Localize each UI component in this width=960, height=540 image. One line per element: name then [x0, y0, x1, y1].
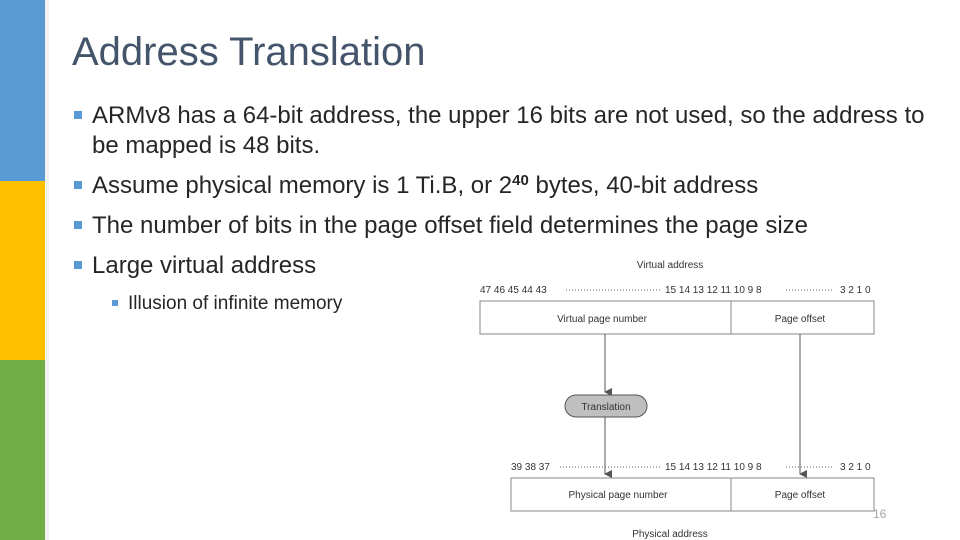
bullet-item: Assume physical memory is 1 Ti.B, or 240… — [72, 171, 942, 201]
sub-bullet: Illusion of infinite memory — [112, 293, 342, 315]
page-offset-bottom-label: Page offset — [775, 490, 826, 501]
bullet-list: ARMv8 has a 64-bit address, the upper 16… — [72, 101, 942, 291]
virtual-high-bits: 47 46 45 44 43 — [480, 285, 547, 296]
virtual-low-bits: 3 2 1 0 — [840, 285, 871, 296]
bullet-marker — [74, 181, 82, 189]
virtual-address-box — [479, 300, 875, 335]
bullet-text: The number of bits in the page offset fi… — [92, 212, 808, 239]
physical-address-box — [510, 477, 875, 512]
bullet-item: Large virtual address — [72, 251, 942, 281]
physical-page-number-label: Physical page number — [569, 490, 669, 501]
sub-bullet-text: Illusion of infinite memory — [128, 293, 343, 314]
physical-high-bits: 39 38 37 — [511, 462, 550, 473]
page-number: 16 — [873, 507, 887, 521]
accent-stripe-green — [0, 360, 45, 540]
bullet-item: The number of bits in the page offset fi… — [72, 211, 942, 241]
bullet-text-tail: bytes, 40-bit address — [528, 172, 759, 199]
accent-stripe-gap — [45, 0, 49, 540]
address-translation-diagram: Virtual address 15 14 13 12 11 10 9 8 47… — [470, 252, 890, 540]
bullet-marker — [74, 111, 82, 119]
bullet-item: ARMv8 has a 64-bit address, the upper 16… — [72, 101, 942, 161]
bullet-text: ARMv8 has a 64-bit address, the upper 16… — [92, 102, 925, 159]
page-offset-top-label: Page offset — [775, 314, 826, 325]
physical-address-label: Physical address — [632, 529, 708, 540]
diagram-canvas: Virtual address 15 14 13 12 11 10 9 8 47… — [479, 260, 875, 540]
sub-bullet-marker — [112, 300, 118, 306]
translation-label: Translation — [581, 402, 630, 413]
bullet-exponent: 40 — [512, 172, 529, 189]
accent-stripe-blue — [0, 0, 45, 181]
bullet-text: Large virtual address — [92, 252, 317, 279]
bullet-text: Assume physical memory is 1 Ti.B, or 2 — [92, 172, 513, 199]
virtual-page-number-label: Virtual page number — [557, 314, 648, 325]
bullet-marker — [74, 221, 82, 229]
bullet-marker — [74, 261, 82, 269]
physical-mid-bits: 15 14 13 12 11 10 9 8 — [665, 462, 762, 473]
physical-low-bits: 3 2 1 0 — [840, 462, 871, 473]
virtual-mid-bits: 15 14 13 12 11 10 9 8 — [665, 285, 762, 296]
slide-title: Address Translation — [72, 30, 426, 74]
accent-stripe-yellow — [0, 181, 45, 360]
virtual-address-label: Virtual address — [637, 260, 704, 271]
translation-box — [564, 394, 648, 418]
